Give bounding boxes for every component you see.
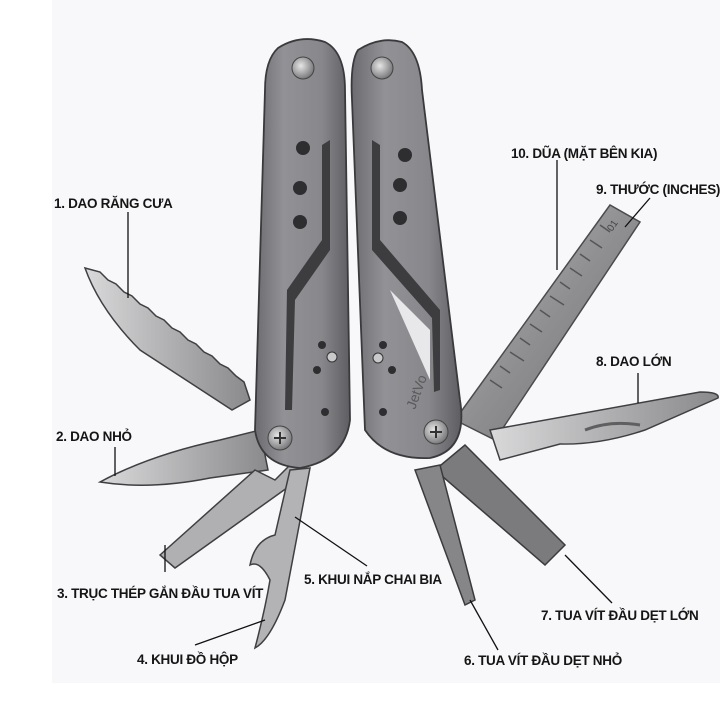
leader-lines (114, 160, 651, 651)
label-serrated-knife: 1. DAO RĂNG CƯA (54, 196, 173, 211)
large-flat-screwdriver (433, 443, 567, 567)
label-ruler: 9. THƯỚC (INCHES) (596, 182, 720, 197)
large-knife (489, 391, 719, 461)
right-handle: JetVo (350, 39, 463, 459)
screw-icon (370, 56, 394, 80)
label-can-opener: 4. KHUI ĐỒ HỘP (137, 652, 238, 667)
small-flat-screwdriver (413, 464, 476, 607)
can-and-bottle-opener (248, 467, 311, 650)
left-handle (254, 38, 351, 469)
label-large-knife: 8. DAO LỚN (596, 354, 672, 369)
label-small-flat-screwdriver: 6. TUA VÍT ĐẦU DẸT NHỎ (464, 653, 622, 668)
label-file: 10. DŨA (MẶT BÊN KIA) (511, 146, 658, 161)
ruler-tool: 01 (453, 204, 642, 441)
label-screwdriver-bit-shaft: 3. TRỤC THÉP GẮN ĐẦU TUA VÍT (57, 586, 264, 601)
label-small-knife: 2. DAO NHỎ (56, 429, 132, 444)
label-bottle-opener: 5. KHUI NẮP CHAI BIA (304, 572, 442, 587)
label-large-flat-screwdriver: 7. TUA VÍT ĐẦU DẸT LỚN (541, 608, 699, 623)
serrated-knife (83, 266, 251, 411)
screw-icon (291, 56, 315, 80)
